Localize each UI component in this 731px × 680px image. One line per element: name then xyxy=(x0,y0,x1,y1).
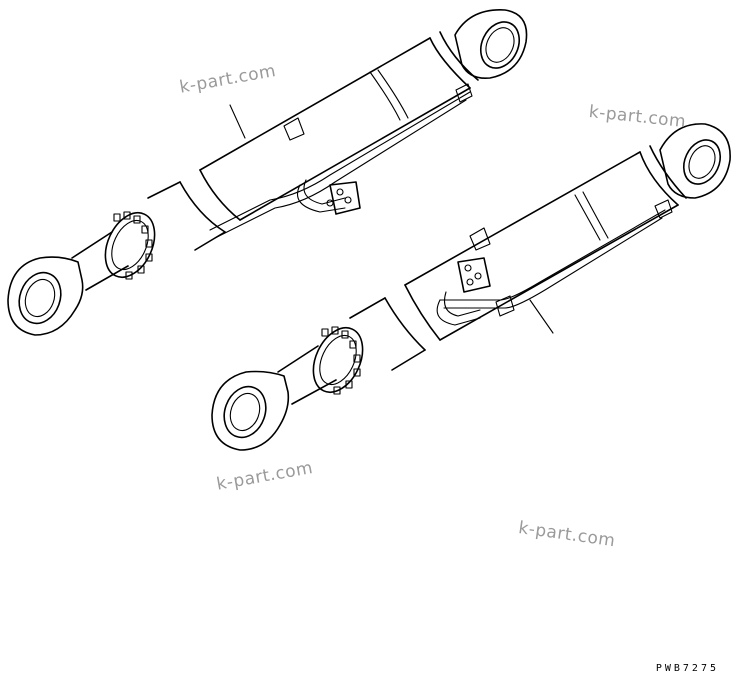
lower-cylinder-head-eye xyxy=(659,123,731,199)
upper-cylinder-leader-line xyxy=(229,104,246,139)
upper-cylinder xyxy=(7,9,528,336)
lower-cylinder-gland-nut xyxy=(312,326,364,395)
upper-cylinder-head-eye xyxy=(454,9,528,80)
lower-cylinder-piping xyxy=(436,199,673,326)
lower-cylinder-rod xyxy=(277,345,337,405)
upper-cylinder-rod-eye xyxy=(7,256,84,336)
drawing-code-label: PWB7275 xyxy=(655,663,719,674)
lower-cylinder-rod-eye xyxy=(211,370,290,451)
upper-cylinder-piping xyxy=(209,83,473,239)
upper-cylinder-barrel xyxy=(147,31,479,251)
lower-cylinder-barrel xyxy=(349,145,687,371)
upper-cylinder-gland-nut xyxy=(104,211,156,280)
upper-cylinder-rod xyxy=(71,231,129,291)
lower-cylinder-leader-line xyxy=(529,299,554,334)
lower-cylinder xyxy=(211,123,731,451)
